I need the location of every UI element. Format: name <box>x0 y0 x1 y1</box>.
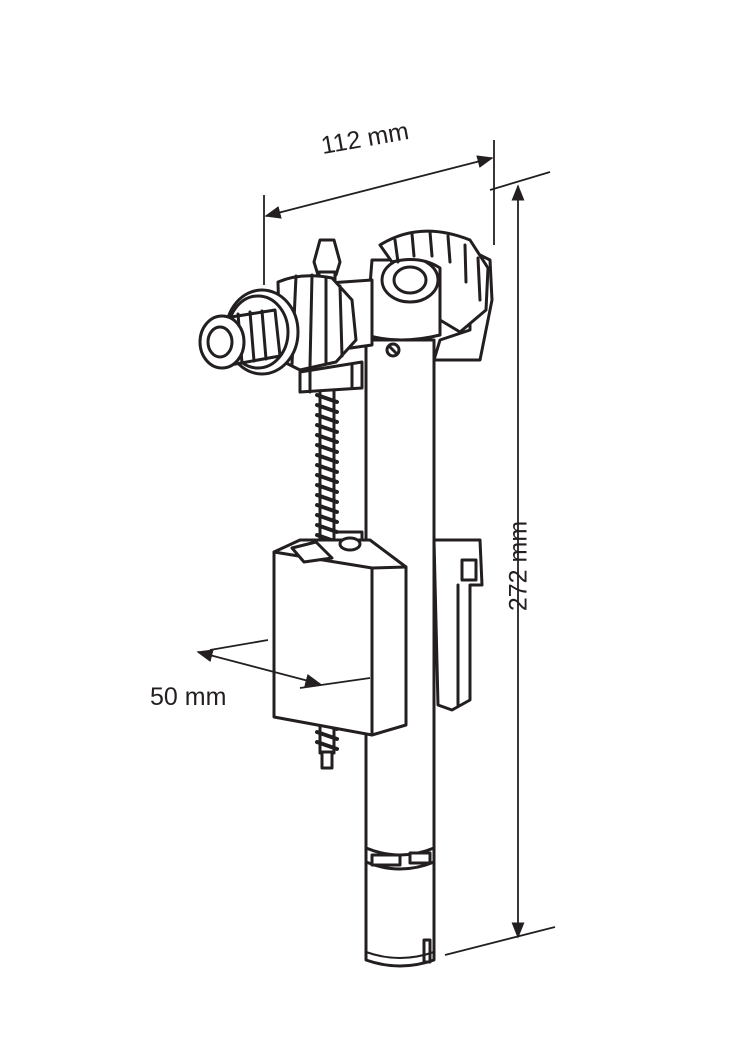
float-box <box>272 530 408 737</box>
depth-dimension-label: 50 mm <box>150 683 227 711</box>
top-lock-nut <box>378 229 490 334</box>
width-dimension-line <box>264 155 494 219</box>
inlet-connector <box>198 273 374 376</box>
dimension-lines <box>196 140 556 956</box>
depth-dimension-line <box>196 649 322 687</box>
inlet-collar <box>298 360 364 394</box>
height-dimension-label: 272 mm <box>504 520 533 612</box>
valve-body-head <box>364 256 442 342</box>
